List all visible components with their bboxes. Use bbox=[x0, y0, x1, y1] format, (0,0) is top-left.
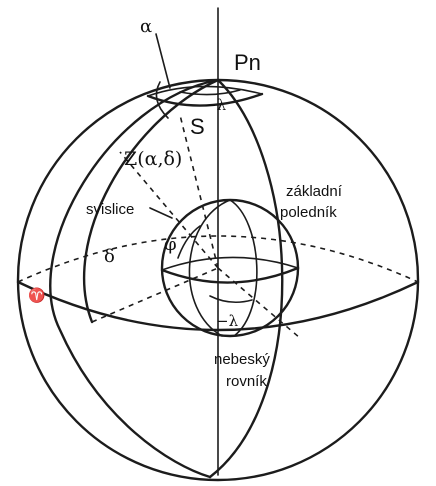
pole-label: Pn bbox=[234, 50, 261, 75]
equator-label-1: nebeský bbox=[214, 351, 270, 368]
phi-label: φ bbox=[164, 234, 177, 255]
prime-meridian bbox=[208, 78, 284, 479]
earth-meridian-left bbox=[188, 199, 231, 337]
alpha-arc bbox=[155, 81, 169, 119]
phi-arc bbox=[177, 225, 201, 259]
equator-label-2: rovník bbox=[226, 373, 267, 390]
earth-equator bbox=[160, 266, 300, 284]
minus-lambda-inner-label: −λ bbox=[216, 312, 239, 330]
minus-lambda-top-label: −λ bbox=[204, 96, 227, 114]
local-meridian-inner bbox=[82, 78, 220, 324]
prime-meridian-label-1: základní bbox=[286, 183, 343, 200]
local-meridian-outer bbox=[49, 78, 220, 479]
vernal-point-label: ♈ bbox=[28, 287, 45, 304]
plumb-line-leader bbox=[149, 207, 173, 219]
zenith-label: Z(α,δ) bbox=[124, 148, 182, 170]
vernal-radius bbox=[91, 267, 219, 323]
plumb-line-label: svislice bbox=[86, 201, 134, 218]
alpha-pointer bbox=[155, 33, 171, 89]
earth-meridian-right bbox=[229, 199, 258, 337]
polar-small-circle bbox=[146, 92, 264, 107]
prime-radius bbox=[217, 267, 301, 339]
alpha-label: α bbox=[140, 16, 152, 37]
prime-meridian-label-2: poledník bbox=[280, 204, 337, 221]
s-label: S bbox=[190, 114, 205, 139]
delta-label: δ bbox=[104, 246, 115, 267]
earth-equator-back bbox=[161, 256, 299, 271]
polar-small-circle-back bbox=[147, 85, 263, 97]
minus-lambda-arc-top bbox=[179, 89, 241, 96]
meridian-radius bbox=[179, 114, 219, 269]
minus-lambda-arc-inner bbox=[209, 295, 253, 304]
